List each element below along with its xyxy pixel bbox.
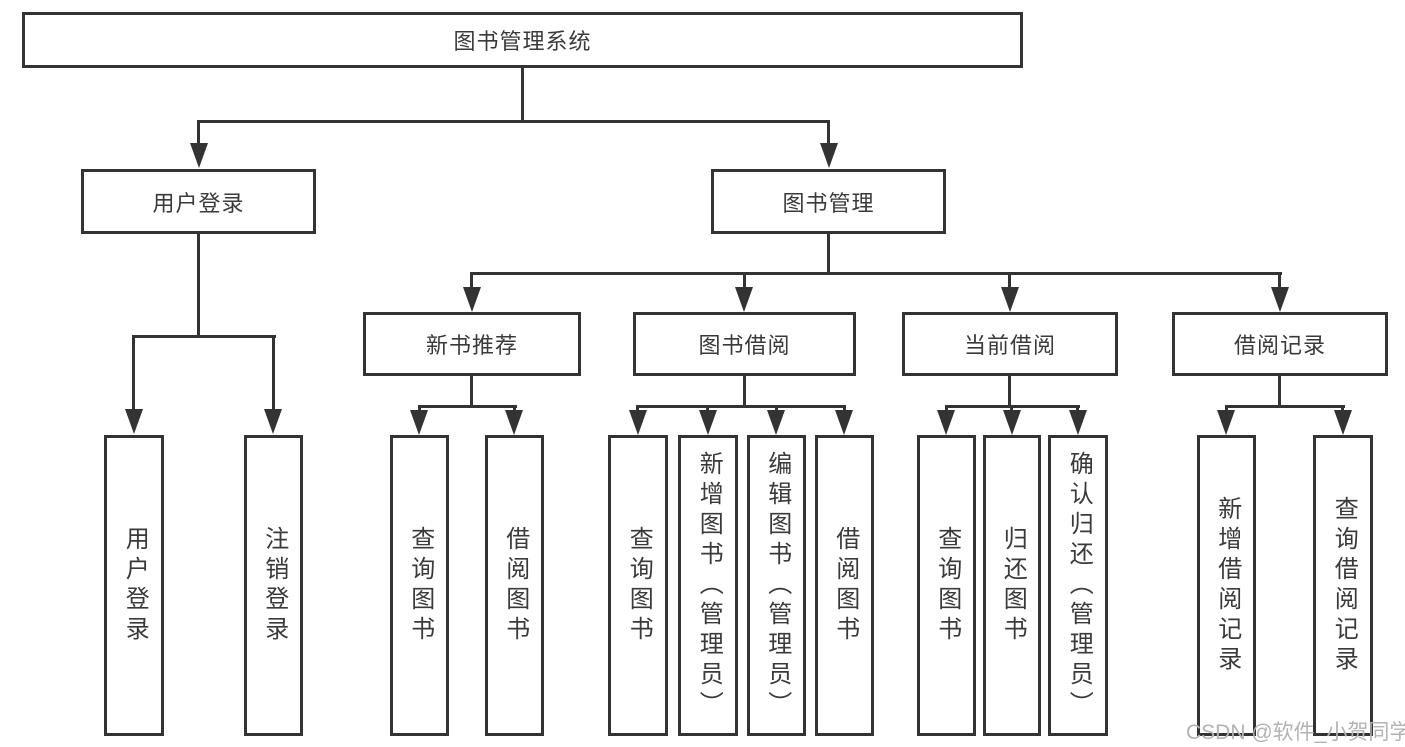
leaf-query-borrow-record: 查询借阅记录 [1313,435,1373,736]
arrow-to-leaf-return-books [1003,410,1021,435]
connector-leaf-stub [1341,405,1344,413]
arrow-to-leaf-query-books-1 [410,410,428,435]
arrow-to-leaf-query-books-3 [937,410,955,435]
connector-to-book-borrow [743,272,746,290]
arrow-to-leaf-query-record [1334,410,1352,435]
connector-to-new-book-recommend [470,272,473,290]
connector-leaf-stub [1225,405,1228,413]
arrow-to-leaf-edit-books [767,410,785,435]
connector-leaf-stub [843,405,846,413]
connector-level2-bus [197,120,830,123]
connector-leaf-stub [1076,405,1079,413]
leaf-query-books-2-label: 查询图书 [625,525,653,646]
leaf-edit-books-admin: 编辑图书（管理员） [747,435,806,736]
node-new-book-recommend-label: 新书推荐 [425,333,518,358]
leaf-add-books-admin: 新增图书（管理员） [678,435,738,736]
leaf-return-books: 归还图书 [983,435,1041,736]
arrow-to-leaf-add-record [1217,410,1235,435]
node-current-borrow: 当前借阅 [902,312,1118,376]
arrow-to-user-login [190,143,208,168]
arrow-to-leaf-add-books [699,410,717,435]
leaf-borrow-books-1-label: 借阅图书 [501,525,529,646]
connector-new-book-recommend-bus [418,405,517,408]
connector-user-login-bus [132,335,276,338]
arrow-to-current-borrow [1001,287,1019,312]
connector-new-book-recommend-stem [470,376,473,407]
arrow-to-book-borrow [735,287,753,312]
leaf-user-login: 用户登录 [104,435,164,736]
node-user-login: 用户登录 [81,169,316,234]
leaf-query-borrow-record-label: 查询借阅记录 [1330,495,1358,676]
node-borrow-records-label: 借阅记录 [1233,333,1326,358]
arrow-to-leaf-query-books-2 [629,410,647,435]
node-new-book-recommend: 新书推荐 [363,312,581,376]
arrow-to-leaf-borrow-books-1 [505,410,523,435]
connector-leaf-stub [1010,405,1013,413]
leaf-borrow-books-2-label: 借阅图书 [831,525,859,646]
arrow-to-leaf-confirm-return [1069,410,1087,435]
node-user-login-label: 用户登录 [152,190,245,216]
connector-to-leaf-user-login [132,335,135,411]
connector-to-book-management [827,120,830,146]
leaf-borrow-books-2: 借阅图书 [815,435,874,736]
leaf-return-books-label: 归还图书 [999,525,1027,646]
connector-leaf-stub [636,405,639,413]
connector-current-borrow-stem [1008,376,1011,407]
leaf-user-login-label: 用户登录 [121,525,149,646]
connector-to-borrow-records [1278,272,1281,290]
leaf-query-books-3-label: 查询图书 [933,525,961,646]
leaf-query-books-1: 查询图书 [390,435,449,736]
connector-book-borrow-bus [636,405,846,408]
arrow-to-borrow-records [1271,287,1289,312]
connector-root-stem [521,67,524,121]
connector-level3-bus [470,272,1282,275]
node-borrow-records: 借阅记录 [1172,312,1388,376]
leaf-confirm-return-admin: 确认归还（管理员） [1048,435,1108,736]
leaf-add-borrow-record: 新增借阅记录 [1197,435,1256,736]
node-book-borrow-label: 图书借阅 [698,333,791,358]
arrow-to-book-management [820,143,838,168]
leaf-add-books-admin-label: 新增图书（管理员） [695,450,723,721]
connector-leaf-stub [706,405,709,413]
node-book-management: 图书管理 [711,169,946,234]
arrow-to-leaf-user-login [125,409,143,434]
connector-book-borrow-stem [743,376,746,407]
node-book-management-label: 图书管理 [782,190,875,216]
connector-user-login-stem [197,233,200,337]
node-current-borrow-label: 当前借阅 [963,333,1056,358]
csdn-watermark: CSDN @软件_小贺同学 [1186,721,1405,744]
leaf-edit-books-admin-label: 编辑图书（管理员） [763,450,791,721]
leaf-confirm-return-admin-label: 确认归还（管理员） [1065,450,1093,721]
arrow-to-leaf-borrow-books-2 [835,410,853,435]
node-root-label: 图书管理系统 [453,29,592,54]
leaf-query-books-2: 查询图书 [608,435,668,736]
node-book-borrow: 图书借阅 [633,312,856,376]
connector-book-management-stem [827,233,830,274]
node-root: 图书管理系统 [22,12,1023,68]
leaf-add-borrow-record-label: 新增借阅记录 [1213,495,1241,676]
connector-to-user-login [197,120,200,146]
connector-borrow-records-bus [1225,405,1345,408]
leaf-logout: 注销登录 [244,435,303,736]
connector-to-current-borrow [1008,272,1011,290]
connector-leaf-stub [513,405,516,413]
connector-leaf-stub [945,405,948,413]
leaf-borrow-books-1: 借阅图书 [485,435,544,736]
connector-borrow-records-stem [1278,376,1281,407]
connector-leaf-stub [775,405,778,413]
arrow-to-leaf-logout [264,409,282,434]
leaf-logout-label: 注销登录 [260,525,288,646]
connector-leaf-stub [418,405,421,413]
leaf-query-books-3: 查询图书 [917,435,976,736]
connector-to-leaf-logout [272,335,275,411]
arrow-to-new-book-recommend [463,287,481,312]
leaf-query-books-1-label: 查询图书 [406,525,434,646]
